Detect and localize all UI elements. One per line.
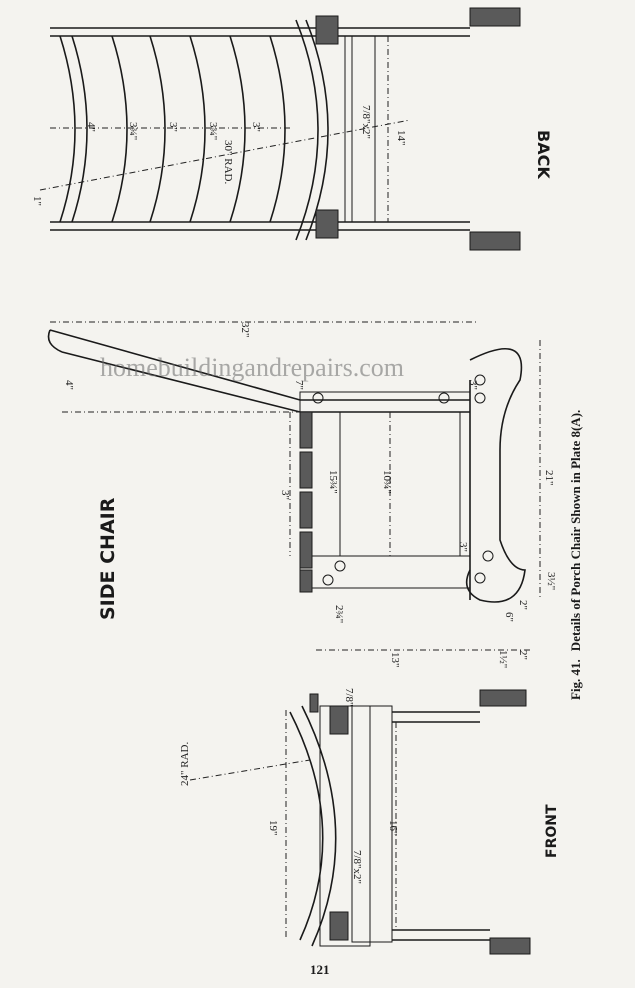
svg-text:10¾": 10¾" (381, 470, 393, 494)
back-slat (111, 35, 128, 223)
back-stretcher (344, 35, 376, 223)
svg-text:6": 6" (503, 612, 515, 622)
front-top-rail (289, 711, 324, 941)
svg-text:15¾": 15¾" (327, 470, 339, 494)
page-number: 121 (310, 962, 330, 977)
svg-text:16": 16" (387, 820, 399, 836)
figure-caption-text: Details of Porch Chair Shown in Plate 8(… (568, 410, 583, 651)
figure-number: Fig. 41. (568, 659, 583, 700)
svg-text:3": 3" (279, 490, 291, 500)
side-rocker (465, 348, 526, 603)
svg-text:3": 3" (167, 122, 179, 132)
svg-text:19": 19" (267, 820, 279, 836)
svg-text:7/8": 7/8" (343, 688, 355, 707)
svg-text:3½": 3½" (545, 572, 557, 590)
svg-text:3¾": 3¾" (207, 122, 219, 140)
svg-text:24" RAD.: 24" RAD. (179, 742, 191, 786)
svg-text:1": 1" (31, 196, 43, 206)
back-foot (469, 7, 521, 27)
front-frame (319, 705, 371, 947)
svg-text:2¾": 2¾" (333, 605, 345, 623)
svg-text:14": 14" (395, 130, 407, 146)
back-top-rail (295, 19, 319, 241)
svg-text:4": 4" (63, 380, 75, 390)
svg-text:4": 4" (85, 122, 97, 132)
back-view: 30" RAD. 7/8"x2" 14" 4" 3¾" 3" 3¾" 3" 1"… (31, 7, 553, 251)
back-label: BACK (534, 130, 553, 179)
watermark-text: homebuildingandrepairs.com (100, 353, 404, 382)
svg-text:30" RAD.: 30" RAD. (222, 140, 234, 184)
svg-text:2": 2" (517, 650, 529, 660)
svg-text:21": 21" (543, 470, 555, 486)
svg-text:7/8"x2": 7/8"x2" (351, 850, 363, 884)
svg-text:2": 2" (517, 600, 529, 610)
front-view: 24" RAD. 19" 16" 7/8"x2" 7/8" FRONT (179, 688, 560, 955)
svg-text:3": 3" (250, 122, 262, 132)
figure-caption: Fig. 41. Details of Porch Chair Shown in … (568, 410, 583, 700)
svg-text:3": 3" (467, 380, 479, 390)
svg-text:3": 3" (457, 542, 469, 552)
side-front-rail (299, 555, 471, 589)
svg-text:7/8"x2": 7/8"x2" (360, 105, 372, 139)
side-chair-label: SIDE CHAIR (97, 497, 119, 620)
bolt-icon (312, 392, 324, 404)
svg-text:7": 7" (293, 380, 305, 390)
svg-text:13": 13" (389, 652, 401, 668)
front-label: FRONT (544, 804, 560, 858)
svg-text:3¾": 3¾" (127, 122, 139, 140)
svg-text:32": 32" (239, 322, 251, 338)
side-view: 32" 4" 3" 15¾" 10¾" 21" 3" 3" 13" 3½" 2¾… (47, 321, 557, 668)
front-foot (479, 689, 527, 707)
svg-text:1½": 1½" (497, 650, 509, 668)
